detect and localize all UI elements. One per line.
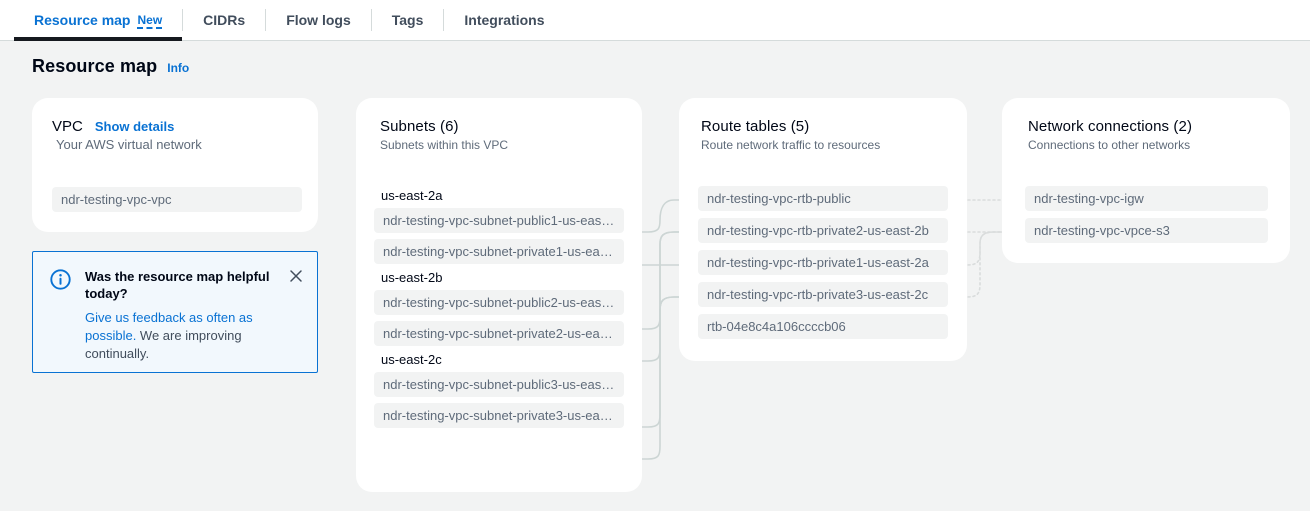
vpc-card: VPC Show details Your AWS virtual networ… [32, 98, 318, 232]
tab-resource-map-label: Resource map [34, 12, 131, 28]
tab-tags-label: Tags [391, 12, 424, 28]
feedback-rest: We are improving continually. [85, 328, 242, 361]
subnets-subtitle: Subnets within this VPC [380, 138, 509, 152]
route-tables-title: Route tables (5) [701, 118, 810, 135]
tab-flow-logs[interactable]: Flow logs [266, 0, 371, 40]
close-icon[interactable] [288, 268, 304, 284]
tab-new-badge: New [137, 12, 163, 29]
feedback-link[interactable]: Give us feedback as often as possible. [85, 310, 253, 343]
az-label: us-east-2c [381, 352, 442, 367]
subnets-card-header: Subnets (6) Subnets within this VPC [356, 98, 642, 152]
route-tables-list: ndr-testing-vpc-rtb-public ndr-testing-v… [679, 186, 967, 346]
network-connections-card: Network connections (2) Connections to o… [1002, 98, 1290, 263]
vpc-label: VPC [52, 118, 83, 135]
az-label: us-east-2a [381, 188, 443, 203]
route-table-item[interactable]: ndr-testing-vpc-rtb-public [698, 186, 948, 211]
page-title: Resource map [32, 56, 158, 76]
subnet-item[interactable]: ndr-testing-vpc-subnet-private3-us-ea… [374, 403, 624, 428]
subnet-item[interactable]: ndr-testing-vpc-subnet-private1-us-ea… [374, 239, 624, 264]
page-header: Resource map Info [32, 56, 189, 77]
az-label: us-east-2b [381, 270, 443, 285]
network-connection-item[interactable]: ndr-testing-vpc-igw [1025, 186, 1268, 211]
route-table-item[interactable]: rtb-04e8c4a106ccccb06 [698, 314, 948, 339]
network-connections-subtitle: Connections to other networks [1028, 138, 1191, 152]
info-link[interactable]: Info [167, 61, 190, 75]
route-tables-card-header: Route tables (5) Route network traffic t… [679, 98, 967, 152]
show-details-link[interactable]: Show details [94, 119, 175, 134]
subnets-title: Subnets (6) [380, 118, 459, 135]
feedback-question: Was the resource map helpful today? [85, 269, 270, 301]
az-group: us-east-2b ndr-testing-vpc-subnet-public… [356, 270, 642, 346]
network-connections-title: Network connections (2) [1028, 118, 1193, 135]
route-table-item[interactable]: ndr-testing-vpc-rtb-private1-us-east-2a [698, 250, 948, 275]
feedback-callout: Was the resource map helpful today? Give… [32, 251, 318, 373]
subnets-card: Subnets (6) Subnets within this VPC us-e… [356, 98, 642, 492]
route-table-item[interactable]: ndr-testing-vpc-rtb-private3-us-east-2c [698, 282, 948, 307]
route-tables-subtitle: Route network traffic to resources [701, 138, 881, 152]
subnet-item[interactable]: ndr-testing-vpc-subnet-public3-us-eas… [374, 372, 624, 397]
subnet-item[interactable]: ndr-testing-vpc-subnet-public1-us-eas… [374, 208, 624, 233]
info-circle-icon [50, 269, 71, 290]
az-group: us-east-2c ndr-testing-vpc-subnet-public… [356, 352, 642, 428]
az-group: us-east-2a ndr-testing-vpc-subnet-public… [356, 188, 642, 264]
tab-integrations[interactable]: Integrations [444, 0, 564, 40]
tab-bar: Resource map New CIDRs Flow logs Tags In… [0, 0, 1310, 41]
route-tables-card: Route tables (5) Route network traffic t… [679, 98, 967, 361]
subnets-list: us-east-2a ndr-testing-vpc-subnet-public… [356, 188, 642, 434]
tab-flow-logs-label: Flow logs [286, 12, 351, 28]
network-connections-list: ndr-testing-vpc-igw ndr-testing-vpc-vpce… [1002, 186, 1290, 250]
tab-tags[interactable]: Tags [372, 0, 444, 40]
vpc-description: Your AWS virtual network [56, 137, 202, 152]
subnet-item[interactable]: ndr-testing-vpc-subnet-public2-us-eas… [374, 290, 624, 315]
tab-integrations-label: Integrations [464, 12, 545, 28]
tab-cidrs[interactable]: CIDRs [183, 0, 265, 40]
network-connections-card-header: Network connections (2) Connections to o… [1002, 98, 1290, 152]
tab-divider [443, 9, 445, 31]
vpc-resource-item[interactable]: ndr-testing-vpc-vpc [52, 187, 302, 212]
network-connection-item[interactable]: ndr-testing-vpc-vpce-s3 [1025, 218, 1268, 243]
tab-divider [182, 9, 184, 31]
tab-divider [370, 9, 372, 31]
tab-cidrs-label: CIDRs [203, 12, 246, 28]
route-table-item[interactable]: ndr-testing-vpc-rtb-private2-us-east-2b [698, 218, 948, 243]
tab-divider [265, 9, 267, 31]
subnet-item[interactable]: ndr-testing-vpc-subnet-private2-us-ea… [374, 321, 624, 346]
vpc-card-header: VPC Show details [32, 98, 318, 135]
tab-resource-map[interactable]: Resource map New [14, 0, 183, 41]
feedback-body: Give us feedback as often as possible. W… [85, 309, 281, 363]
